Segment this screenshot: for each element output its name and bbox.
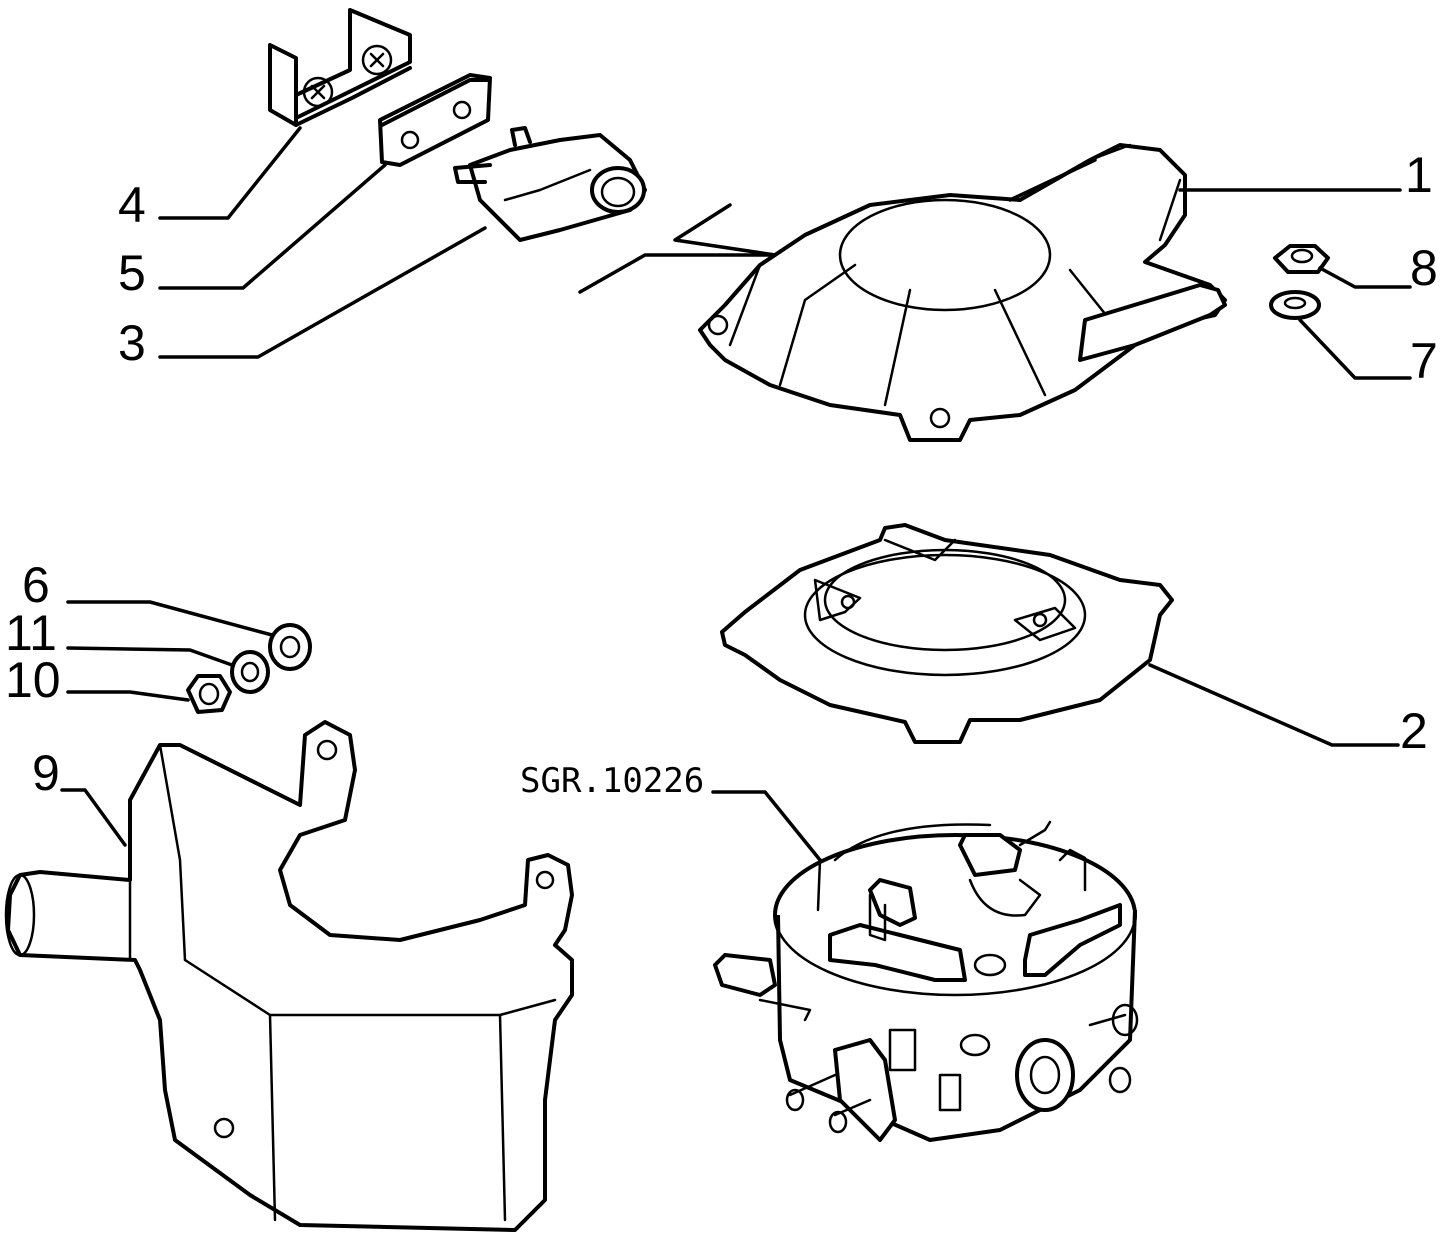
part-8-nut xyxy=(1273,244,1330,274)
callout-labels: 1 4 5 3 8 7 2 6 11 10 9 SGR.10226 xyxy=(5,147,1438,801)
part-2-gasket xyxy=(720,523,1174,744)
leader-9 xyxy=(60,788,127,847)
leader-4 xyxy=(158,126,302,220)
callout-10: 10 xyxy=(5,652,61,708)
callout-4: 4 xyxy=(118,177,146,233)
callout-5: 5 xyxy=(118,245,146,301)
callout-2: 2 xyxy=(1400,703,1428,759)
part-10-nut xyxy=(186,674,232,714)
callout-6: 6 xyxy=(22,557,50,613)
leader-1 xyxy=(1008,158,1402,202)
part-7-washer xyxy=(1269,290,1321,320)
assembly-throttle-body xyxy=(713,820,1139,1142)
part-11-washer xyxy=(230,650,270,694)
part-6-washer xyxy=(268,623,312,671)
callout-7: 7 xyxy=(1410,333,1438,389)
callout-8: 8 xyxy=(1410,240,1438,296)
callout-9: 9 xyxy=(32,745,60,801)
leader-lines xyxy=(60,126,1412,862)
leader-7 xyxy=(1298,318,1412,380)
part-3-valve xyxy=(453,126,647,242)
callout-3: 3 xyxy=(118,315,146,371)
part-1-cover xyxy=(698,143,1227,442)
leader-8 xyxy=(1318,266,1412,289)
callout-11: 11 xyxy=(5,605,57,661)
part-9-housing xyxy=(4,720,574,1232)
part-5-plate xyxy=(378,73,492,167)
leader-2 xyxy=(1148,663,1400,747)
figure-reference-code: SGR.10226 xyxy=(520,761,704,801)
part-4-bracket xyxy=(268,8,412,127)
leader-6 xyxy=(66,600,274,637)
leader-5 xyxy=(158,163,387,290)
leader-10 xyxy=(66,690,190,702)
break-line xyxy=(578,203,777,294)
leader-11 xyxy=(66,646,234,667)
callout-1: 1 xyxy=(1405,147,1433,203)
leader-3 xyxy=(158,226,487,359)
leader-ref xyxy=(711,790,822,862)
